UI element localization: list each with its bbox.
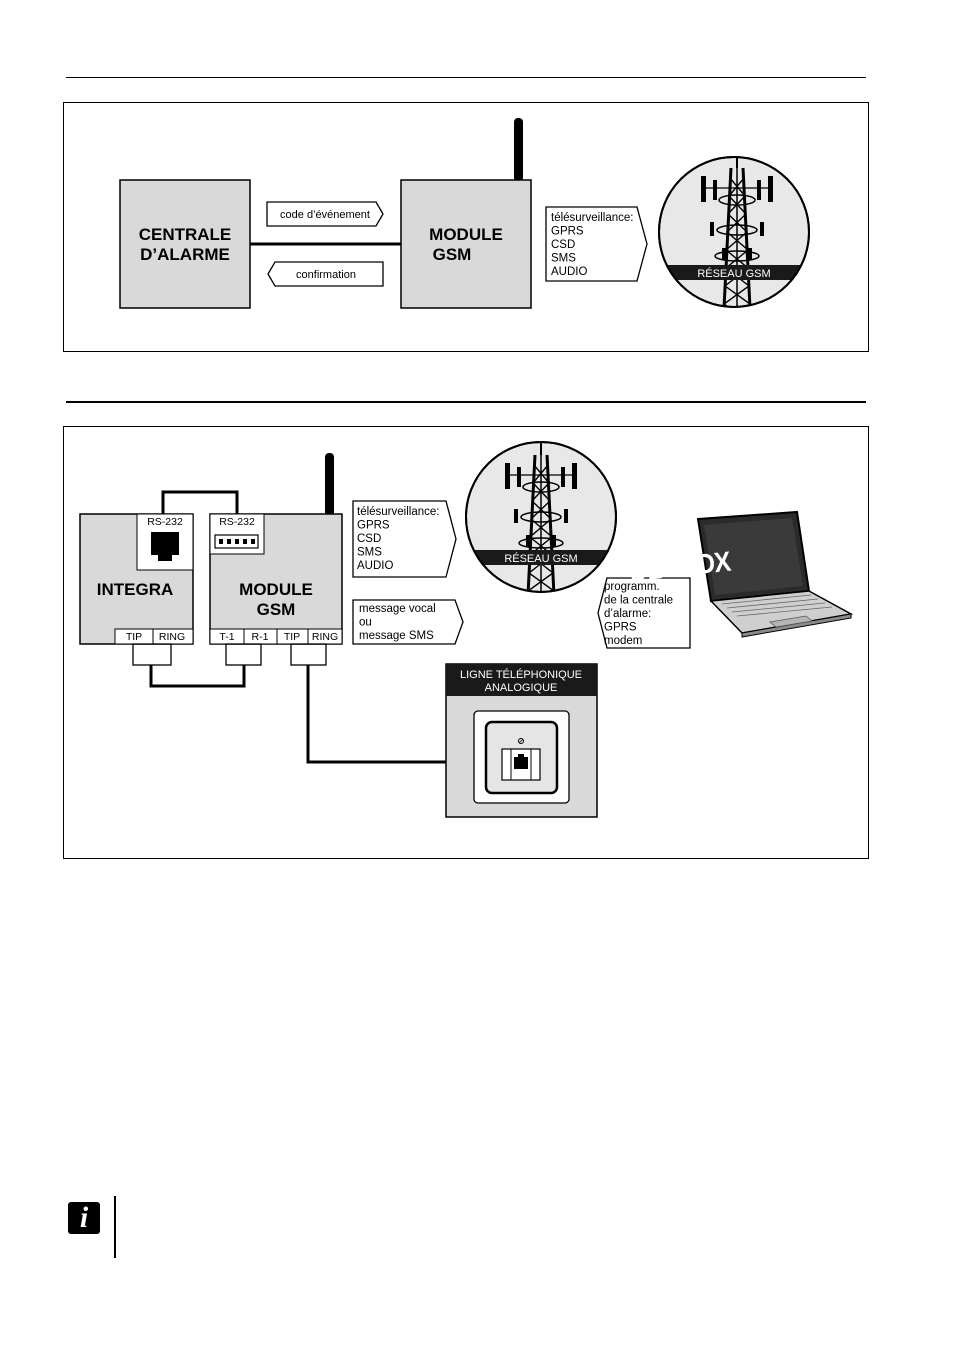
programming-arrow-box (597, 577, 691, 649)
note-bar (114, 1196, 116, 1258)
gsm-antenna-2 (325, 453, 334, 517)
d1-mon-item: CSD (551, 239, 575, 251)
d1-mon-item: AUDIO (551, 266, 587, 278)
module-terminal-strip (209, 628, 343, 645)
alarm-panel-label-line2: D’ALARME (140, 245, 230, 264)
gsm-network-icon-2 (465, 441, 617, 593)
phone-line-header (446, 664, 597, 696)
d2-msg-item: ou (359, 617, 372, 629)
d2-mon-item: CSD (357, 533, 381, 545)
wall-socket-icon (473, 710, 570, 804)
d2-prog-item: de la centrale (604, 595, 673, 607)
rs232-cable (161, 490, 239, 514)
integra-term-tip: TIP (126, 631, 142, 643)
module-term-ring: RING (312, 631, 338, 643)
diagram2-frame (63, 426, 869, 859)
gsm-antenna (514, 118, 523, 182)
rj-socket-icon (151, 532, 179, 561)
confirmation-arrow (267, 261, 384, 287)
integra-label: INTEGRA (97, 580, 174, 599)
d2-mon-item: AUDIO (357, 560, 393, 572)
d2-prog-item: d’alarme: (604, 608, 651, 620)
confirmation-label: confirmation (296, 269, 356, 281)
gsm-network-icon (658, 156, 810, 308)
phone-line-title-2: ANALOGIQUE (485, 682, 558, 694)
phone-line-title-1: LIGNE TÉLÉPHONIQUE (460, 668, 582, 681)
info-icon: i (68, 1202, 100, 1234)
gsm-module-label-line1: MODULE (429, 225, 503, 244)
mid-rule (66, 401, 866, 403)
laptop-icon (696, 510, 854, 638)
d1-mon-item: SMS (551, 253, 576, 265)
gsm-network-label: RÉSEAU GSM (697, 267, 770, 280)
alarm-panel-box (119, 179, 251, 309)
message-arrow-box (352, 599, 464, 645)
d2-prog-item: GPRS (604, 622, 637, 634)
module-term-r1: R-1 (252, 631, 269, 643)
d2-prog-item: modem (604, 635, 642, 647)
alarm-panel-label-line1: CENTRALE (139, 225, 232, 244)
monitoring-arrow-box-2 (352, 500, 457, 578)
d1-mon-item: télésurveillance: (551, 212, 633, 224)
module-label-line2: GSM (257, 600, 296, 619)
module-term-t1: T-1 (219, 631, 234, 643)
d2-mon-item: GPRS (357, 520, 390, 532)
monitoring-arrow-box (545, 206, 648, 282)
d2-mon-item: SMS (357, 547, 382, 559)
event-code-label: code d’événement (280, 209, 370, 221)
module-label-line1: MODULE (239, 580, 313, 599)
diagram1-frame (63, 102, 869, 352)
terminal-wiring (132, 643, 446, 764)
d2-msg-item: message vocal (359, 603, 436, 615)
d1-mon-item: GPRS (551, 226, 584, 238)
top-rule (66, 77, 866, 78)
gsm-module-label-line2: GSM (433, 245, 472, 264)
integra-rs232-label: RS-232 (147, 516, 183, 528)
integra-term-ring: RING (159, 631, 185, 643)
event-code-arrow (266, 201, 384, 227)
module-rs232-label: RS-232 (219, 516, 255, 528)
module-term-tip: TIP (284, 631, 300, 643)
gsm-module-box (400, 179, 532, 309)
d2-msg-item: message SMS (359, 630, 434, 642)
d2-mon-item: télésurveillance: (357, 506, 439, 518)
gsm-network-label-2: RÉSEAU GSM (504, 552, 577, 565)
d2-prog-item: programm. (604, 581, 660, 593)
